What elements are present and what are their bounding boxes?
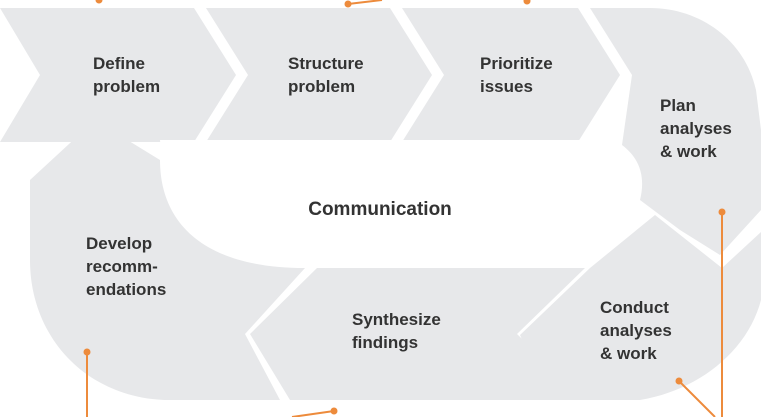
step-line: analyses — [600, 321, 672, 340]
step-line: Conduct — [600, 298, 669, 317]
curve-conduct-analyses — [520, 215, 761, 400]
step-line: Develop — [86, 234, 153, 253]
connector-dot — [330, 407, 338, 415]
communication-label: Communication — [308, 199, 452, 220]
step-prioritize-issues-label: Prioritize issues — [480, 52, 553, 98]
step-line: & work — [660, 142, 717, 161]
step-line: endations — [86, 280, 167, 299]
step-line: recomm- — [86, 257, 158, 276]
chevron-define-problem — [0, 8, 236, 142]
step-line: problem — [288, 77, 356, 96]
step-line: Prioritize — [480, 54, 553, 73]
chevron-synthesize-findings — [250, 268, 585, 400]
step-line: problem — [93, 77, 161, 96]
connector-bottom — [291, 410, 335, 417]
step-conduct-analyses-label: Conduct analyses & work — [600, 296, 672, 365]
step-plan-analyses-label: Plan analyses & work — [660, 94, 732, 163]
connector-dot — [83, 348, 91, 356]
chevron-structure-problem — [206, 8, 432, 142]
connector-dot — [95, 0, 103, 4]
step-line: & work — [600, 344, 657, 363]
step-line: Synthesize — [352, 310, 441, 329]
connector-dot — [344, 0, 352, 8]
step-line: Define — [93, 54, 145, 73]
connector-dot — [718, 208, 726, 216]
connector-dot — [675, 377, 683, 385]
curve-plan-analyses — [590, 8, 761, 255]
step-line: issues — [480, 77, 533, 96]
curve-develop-recommendations — [30, 120, 305, 400]
step-define-problem-label: Define problem — [93, 52, 160, 98]
step-line: Plan — [660, 96, 696, 115]
step-synthesize-findings-label: Synthesize findings — [352, 308, 441, 354]
chevron-prioritize-issues — [402, 8, 620, 142]
connector-top-right — [347, 0, 383, 5]
connector-conduct — [678, 380, 716, 417]
step-line: findings — [352, 333, 419, 352]
step-structure-problem-label: Structure problem — [288, 52, 364, 98]
step-line: analyses — [660, 119, 732, 138]
step-develop-recommendations-label: Develop recomm- endations — [86, 232, 166, 301]
communication-center-shape — [160, 140, 640, 249]
connector-dot — [523, 0, 531, 5]
step-line: Structure — [288, 54, 364, 73]
